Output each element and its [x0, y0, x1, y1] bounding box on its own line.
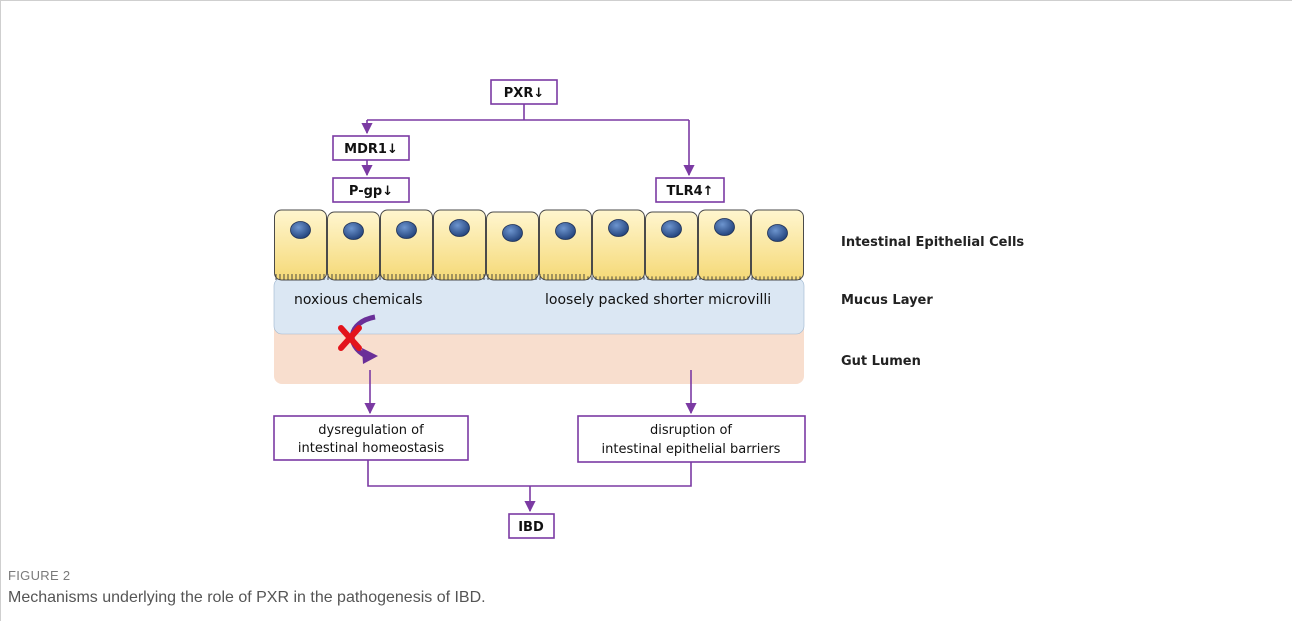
- cell-nucleus: [449, 219, 470, 237]
- gut-lumen-label: Gut Lumen: [841, 354, 921, 369]
- mucus-layer-band: [273, 277, 805, 335]
- dysregulation-box: [273, 415, 469, 461]
- epithelial-cell: [592, 209, 645, 281]
- pgp-box-label: P-gp↓: [349, 184, 393, 199]
- tlr4-box: [655, 177, 725, 203]
- epithelial-cells-label: Intestinal Epithelial Cells: [841, 235, 1024, 250]
- tlr4-box-label: TLR4↑: [666, 184, 713, 199]
- cell-nucleus: [396, 221, 417, 239]
- disruption-label-line1: disruption of: [650, 423, 732, 438]
- mdr1-box: [332, 135, 410, 161]
- epithelial-cell: [698, 209, 751, 281]
- noxious-chemicals-label: noxious chemicals: [294, 292, 423, 308]
- pxr-box: [490, 79, 558, 105]
- cell-nucleus: [343, 222, 364, 240]
- cell-nucleus: [555, 222, 576, 240]
- epithelial-cell: [645, 211, 698, 281]
- cell-nucleus: [290, 221, 311, 239]
- microvilli-note-label: loosely packed shorter microvilli: [545, 292, 771, 308]
- epithelial-cell: [380, 209, 433, 281]
- epithelial-cell: [486, 211, 539, 281]
- epithelial-cell: [327, 211, 380, 281]
- dysregulation-label-line2: intestinal homeostasis: [298, 441, 444, 456]
- cell-nucleus: [767, 224, 788, 242]
- block-cross-icon: [338, 325, 362, 351]
- epithelial-cell: [539, 209, 592, 281]
- disruption-label-line2: intestinal epithelial barriers: [602, 442, 781, 457]
- figure-caption: Mechanisms underlying the role of PXR in…: [8, 589, 486, 606]
- ibd-box: [508, 513, 555, 539]
- connectors: [361, 104, 697, 513]
- mucus-layer-label: Mucus Layer: [841, 293, 933, 308]
- figure-label: FIGURE 2: [8, 568, 71, 583]
- epithelial-cell: [751, 209, 804, 281]
- pgp-box: [332, 177, 410, 203]
- microvilli: [275, 274, 801, 280]
- cell-nucleus: [714, 218, 735, 236]
- epithelial-cell: [433, 209, 486, 281]
- pxr-box-label: PXR↓: [504, 86, 544, 101]
- cell-nucleus: [661, 220, 682, 238]
- epithelial-cell: [274, 209, 327, 281]
- cell-nucleus: [502, 224, 523, 242]
- mdr1-box-label: MDR1↓: [344, 142, 398, 157]
- cell-nucleus: [608, 219, 629, 237]
- dysregulation-label-line1: dysregulation of: [318, 423, 424, 438]
- disruption-box: [577, 415, 806, 463]
- epithelial-cells: [274, 209, 804, 281]
- ibd-box-label: IBD: [518, 520, 544, 535]
